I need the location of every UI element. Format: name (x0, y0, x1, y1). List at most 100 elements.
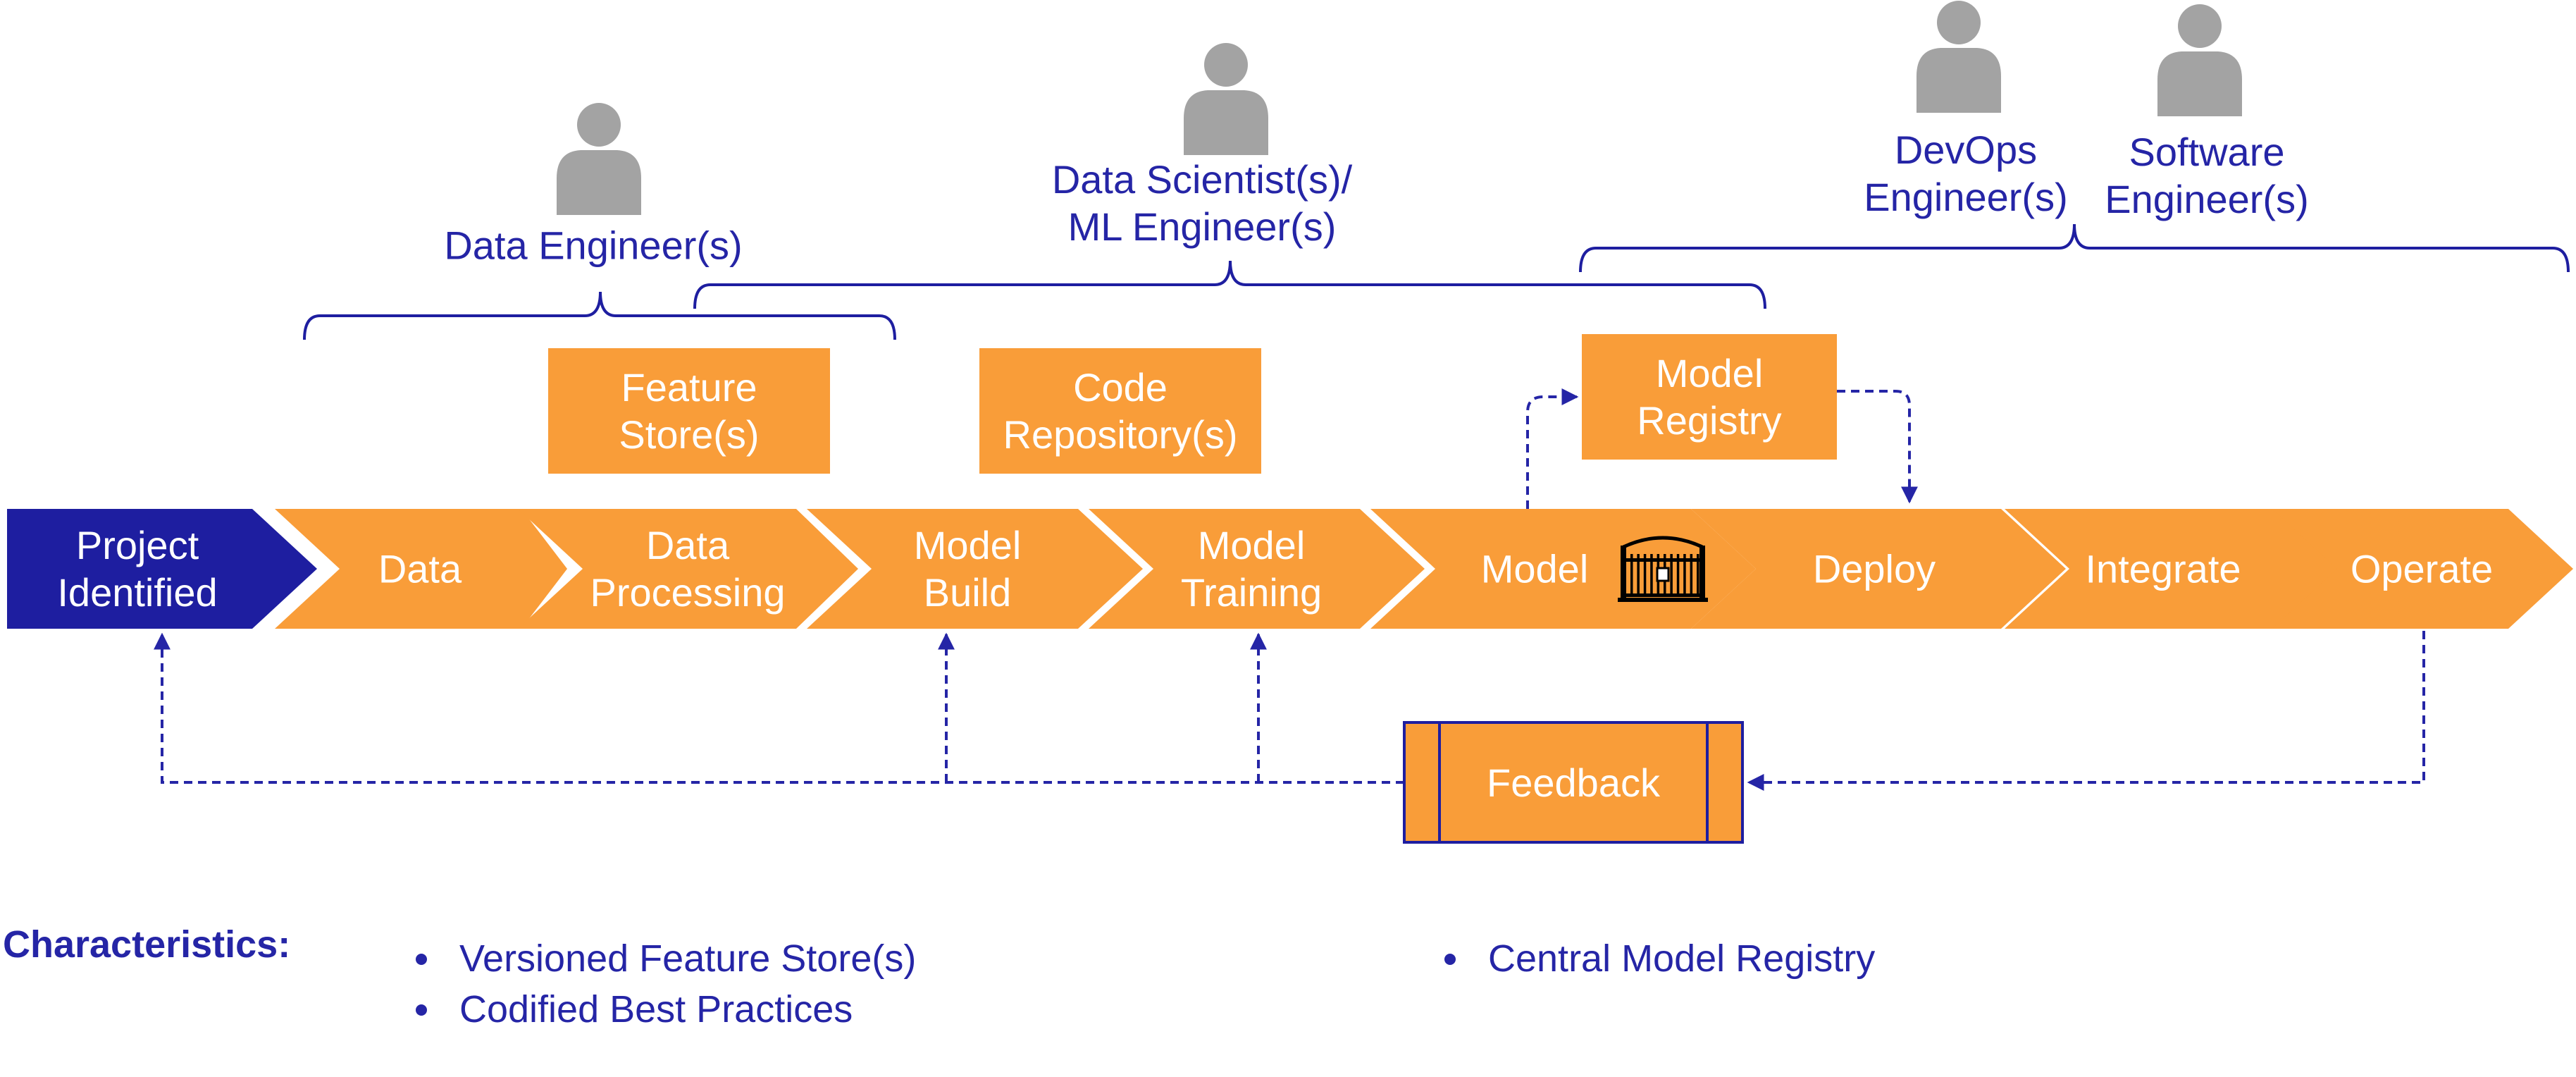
person-icon (557, 103, 641, 215)
tool-box-shape (1582, 334, 1837, 460)
characteristics-list: Central Model Registry (1444, 937, 1875, 980)
characteristics-item: Versioned Feature Store(s) (459, 937, 916, 980)
role-data-engineer: Data Engineer(s) (444, 103, 743, 268)
characteristics-list: Versioned Feature Store(s) Codified Best … (416, 937, 916, 1030)
chevron-shape (807, 509, 1143, 629)
bullet-icon (416, 954, 427, 965)
pipeline-step-label-line: Deploy (1813, 547, 1936, 591)
role-label-line: Engineer(s) (2105, 177, 2308, 221)
characteristics-layer: Characteristics: Versioned Feature Store(… (3, 923, 1875, 1030)
pipeline-step-deploy: Deploy (1691, 509, 2066, 629)
role-label-line: Data Scientist(s)/ (1052, 157, 1353, 202)
role-label-line: ML Engineer(s) (1068, 204, 1337, 249)
pipeline-step-label: Data (378, 547, 462, 591)
connector-feedback-to-project (154, 632, 1404, 784)
tool-box-label-line: Store(s) (619, 412, 759, 457)
feedback-box-shape (1403, 721, 1744, 844)
tool-box-label-line: Feature (621, 365, 757, 410)
pipeline-step-label: Operate (2351, 547, 2493, 591)
role-label: Data Engineer(s) (444, 223, 742, 268)
tool-box-shape (979, 348, 1261, 474)
pipeline-step-label-line: Training (1181, 570, 1322, 615)
pipeline-step-label-line: Project (76, 523, 199, 567)
pipeline-step-label-line: Processing (590, 570, 785, 615)
pipeline-step-model: Model (1370, 509, 1756, 629)
chevron-shape (2005, 509, 2339, 629)
tool-box-label-line: Registry (1637, 398, 1781, 443)
chevron-shape (1089, 509, 1425, 629)
bullet-icon (416, 1004, 427, 1016)
pipeline-step-operate: Operate (2272, 509, 2573, 629)
characteristics-item: Codified Best Practices (459, 988, 853, 1030)
pipeline-step-label-line: Model (1198, 523, 1306, 567)
chevron-shape (7, 509, 317, 629)
pipeline-step-label-line: Model (914, 523, 1022, 567)
pipeline-step-label-line: Data (646, 523, 730, 567)
role-label: Data Scientist(s)/ML Engineer(s) (1052, 157, 1353, 249)
pipeline-step-label-line: Data (378, 547, 462, 591)
chevron-shape (275, 509, 567, 629)
role-data-scientist: Data Scientist(s)/ML Engineer(s) (1052, 43, 1353, 249)
person-icon (2157, 4, 2242, 116)
connector-operate-to-feedback (1747, 631, 2425, 791)
chevron-shape (2272, 509, 2573, 629)
person-icon (1184, 43, 1268, 155)
bracket (1579, 223, 2570, 273)
tool-box-label-line: Code (1073, 365, 1168, 410)
pipeline-step-label: Model (1481, 547, 1589, 591)
pipeline-step-label-line: Integrate (2085, 547, 2241, 591)
pipeline-step-integrate: Integrate (2005, 509, 2339, 629)
connector-registry-to-deploy (1837, 390, 1918, 504)
role-brackets (303, 223, 2570, 340)
role-label-line: Data Engineer(s) (444, 223, 742, 268)
gate-icon (1618, 536, 1708, 602)
bracket (303, 291, 896, 340)
bracket (693, 260, 1766, 309)
characteristics-heading: Characteristics: (3, 923, 290, 966)
roles-layer: Data Engineer(s) Data Scientist(s)/ML Eng… (303, 1, 2570, 340)
feedback-label: Feedback (1487, 761, 1661, 805)
pipeline-step-label-line: Model (1481, 547, 1589, 591)
pipeline-step-label: Deploy (1813, 547, 1936, 591)
pipeline-step-data: Data (275, 509, 567, 629)
characteristics-item: Central Model Registry (1488, 937, 1875, 980)
pipeline-layer: ProjectIdentifiedDataDataProcessingModel… (7, 509, 2573, 629)
connector-model-to-registry (1526, 388, 1579, 509)
tool-box-label-line: Model (1656, 351, 1764, 395)
bullet-icon (1444, 954, 1456, 965)
connectors-layer (154, 388, 2425, 791)
pipeline-step-label-line: Operate (2351, 547, 2493, 591)
chevron-shape (1691, 509, 2066, 629)
role-label-line: DevOps (1895, 128, 2037, 172)
pipeline-step-label-line: Identified (57, 570, 217, 615)
tool-box-shape (548, 348, 830, 474)
role-label-line: Engineer(s) (1864, 175, 2067, 219)
feedback-layer: Feedback (1403, 721, 1744, 844)
pipeline-step-label: Integrate (2085, 547, 2241, 591)
tool-box-label-line: Repository(s) (1003, 412, 1238, 457)
chevron-shape (518, 509, 858, 629)
pipeline-step-label-line: Build (924, 570, 1012, 615)
feedback-box: Feedback (1403, 721, 1744, 844)
person-icon (1916, 1, 2001, 113)
